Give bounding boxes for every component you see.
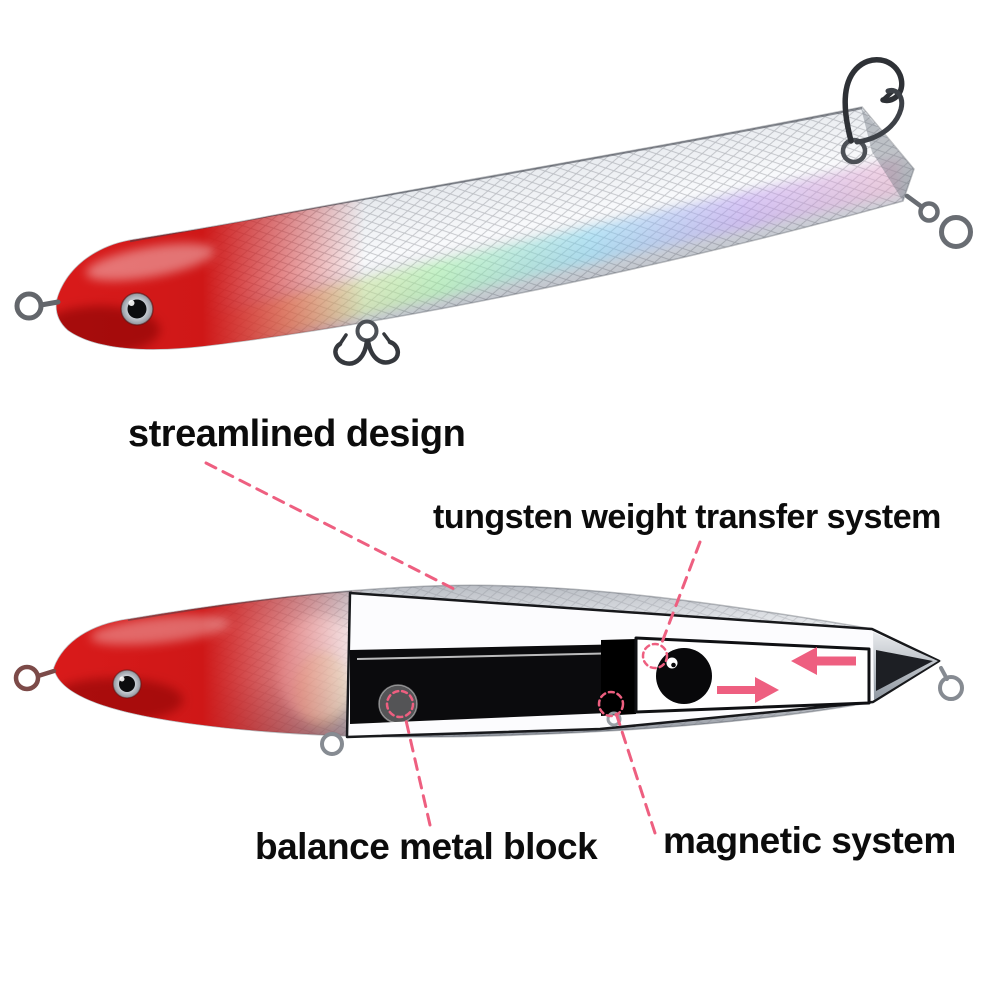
nose-line-tie <box>14 291 61 321</box>
label-magnetic-system: magnetic system <box>663 820 956 861</box>
callout-lines <box>204 461 702 835</box>
top-lure <box>14 57 973 366</box>
top-lure-surface <box>56 107 915 350</box>
arrow-left-icon <box>791 647 856 675</box>
head-highlight <box>85 243 215 281</box>
leader-tungsten <box>659 540 702 647</box>
tail-notch <box>876 650 933 691</box>
arrow-right-icon <box>717 677 779 703</box>
target-circle-magnetic <box>597 690 625 718</box>
tail-hanger <box>938 666 964 701</box>
leader-magnetic <box>614 711 657 835</box>
label-streamlined-design: streamlined design <box>128 413 466 455</box>
tunnel-rail <box>356 652 627 660</box>
label-balance-metal-block: balance metal block <box>255 826 598 867</box>
tungsten-ball <box>656 648 712 704</box>
leader-streamlined <box>204 461 458 592</box>
balance-ball-ghost-ring <box>378 684 418 724</box>
magnet-hanger <box>606 711 622 727</box>
top-lure-eye <box>120 292 154 326</box>
red-head-bottom <box>54 585 370 738</box>
belly-treble-hook <box>333 319 400 366</box>
weight-tunnel <box>350 644 632 724</box>
tail-treble-hook <box>840 57 905 165</box>
head-highlight-bottom <box>90 615 230 645</box>
back-line-bottom <box>127 590 353 621</box>
tail-split-ring <box>904 193 973 249</box>
eye-highlight <box>128 300 135 306</box>
target-circle-tungsten <box>641 642 669 670</box>
cutaway-lure-eye <box>112 669 142 699</box>
label-tungsten-weight-transfer-system: tungsten weight transfer system <box>433 498 941 536</box>
leader-balance <box>403 714 432 827</box>
belly-hanger <box>320 732 344 756</box>
target-circle-balance <box>385 689 415 719</box>
tail-facet <box>861 108 914 201</box>
nose-hanger <box>13 664 57 692</box>
cutaway-lure <box>13 584 964 756</box>
magnet-block <box>601 639 636 716</box>
